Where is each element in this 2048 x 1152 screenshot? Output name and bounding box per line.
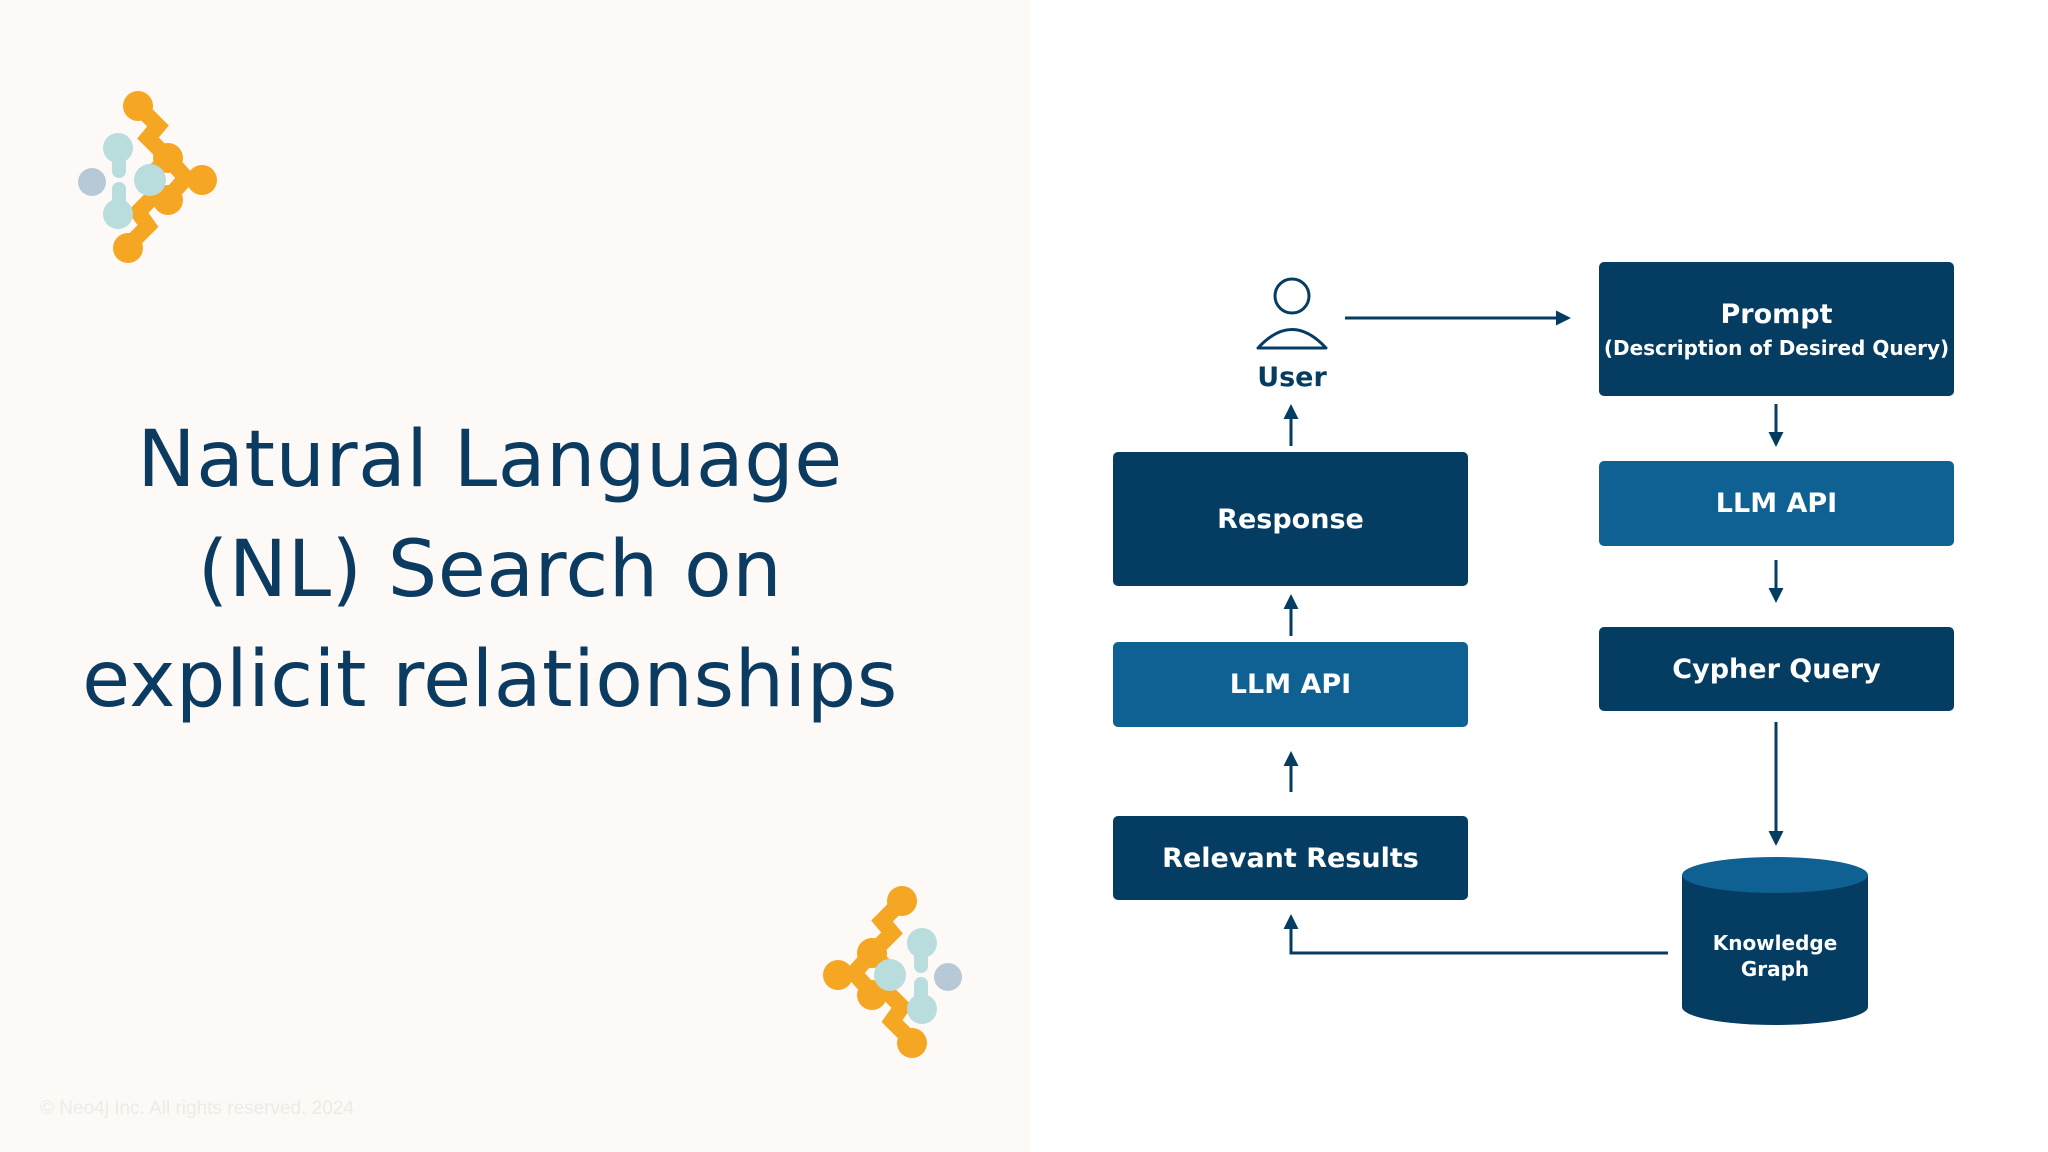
- prompt-box: Prompt (Description of Desired Query): [1599, 262, 1954, 396]
- database-icon: [1682, 857, 1868, 1025]
- prompt-subtitle: (Description of Desired Query): [1603, 335, 1950, 360]
- llm-api-label-left: LLM API: [1229, 669, 1352, 700]
- slide-title: Natural Language (NL) Search on explicit…: [40, 405, 940, 735]
- cypher-query-box: Cypher Query: [1599, 627, 1954, 711]
- llm-api-box-right: LLM API: [1599, 461, 1954, 546]
- title-line-1: Natural Language: [137, 415, 843, 505]
- footer-copyright: © Neo4j Inc. All rights reserved. 2024: [40, 1098, 354, 1119]
- knowledge-graph-label: Knowledge Graph: [1712, 931, 1838, 981]
- user-label: User: [1257, 362, 1327, 393]
- cypher-query-label: Cypher Query: [1672, 653, 1881, 685]
- relevant-results-box: Relevant Results: [1113, 816, 1468, 900]
- llm-api-box-left: LLM API: [1113, 642, 1468, 727]
- relevant-results-label: Relevant Results: [1162, 842, 1419, 874]
- llm-api-label-right: LLM API: [1715, 488, 1838, 519]
- title-line-3: explicit relationships: [82, 635, 898, 725]
- title-line-2: (NL) Search on: [197, 525, 783, 615]
- user-icon: [1256, 277, 1328, 350]
- response-box: Response: [1113, 452, 1468, 586]
- prompt-title: Prompt: [1720, 298, 1833, 330]
- arrow-kg-to-results: [1283, 914, 1668, 955]
- logo-icon-top: [78, 91, 217, 263]
- response-label: Response: [1217, 503, 1364, 535]
- logo-icon-bottom: [823, 886, 962, 1058]
